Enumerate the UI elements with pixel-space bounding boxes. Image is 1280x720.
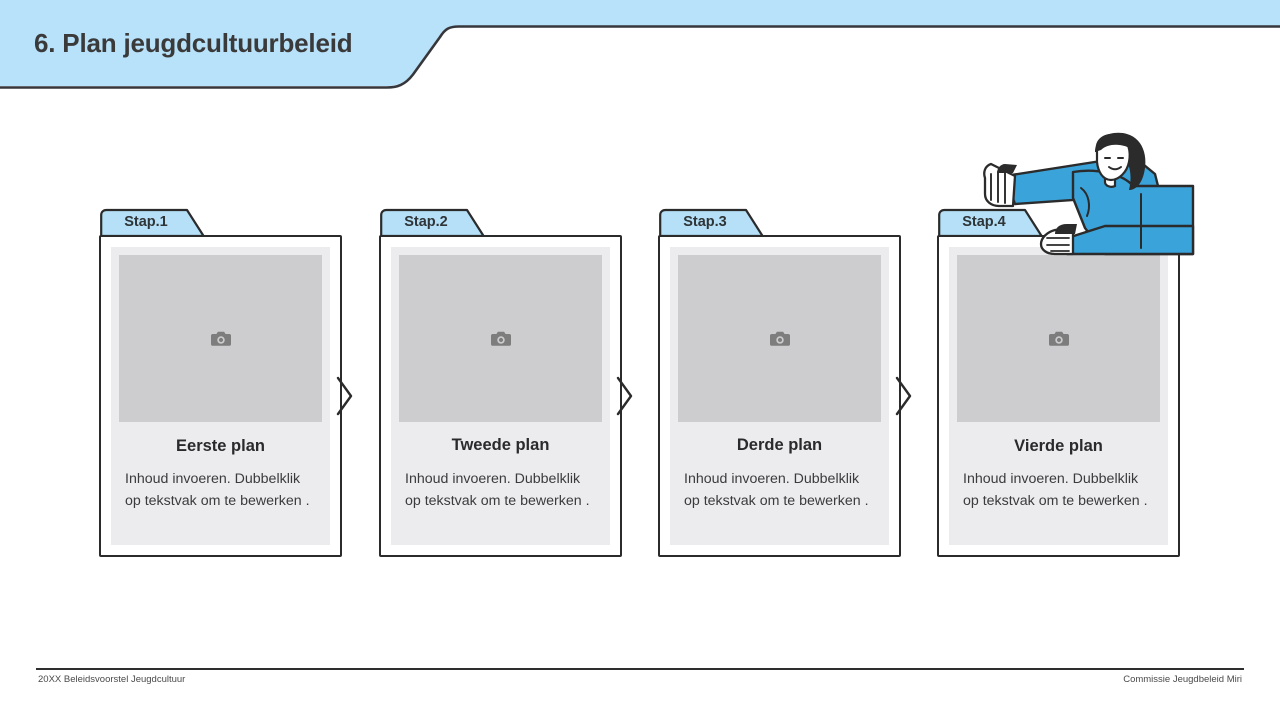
step-card-inner-2: Tweede plan Inhoud invoeren. Dubbelklik …: [391, 247, 610, 545]
tab-shape-3: [659, 208, 764, 238]
step-card-body-2[interactable]: Inhoud invoeren. Dubbelklik op tekstvak …: [405, 471, 590, 509]
page-title: 6. Plan jeugdcultuurbeleid: [34, 28, 353, 58]
step-card-title-3: Derde plan: [736, 436, 823, 454]
camera-icon: [1048, 331, 1069, 346]
step-card-box-3[interactable]: Derde plan Inhoud invoeren. Dubbelklik o…: [658, 235, 901, 557]
step-card-title-1: Eerste plan: [176, 437, 265, 455]
step-card-body-1[interactable]: Inhoud invoeren. Dubbelklik op tekstvak …: [125, 471, 310, 509]
camera-icon: [769, 331, 790, 346]
step-card-body-3[interactable]: Inhoud invoeren. Dubbelklik op tekstvak …: [684, 471, 869, 509]
step-card-inner-1: Eerste plan Inhoud invoeren. Dubbelklik …: [111, 247, 330, 545]
step-tab-1[interactable]: Stap.1: [99, 208, 206, 238]
step-card-inner-3: Derde plan Inhoud invoeren. Dubbelklik o…: [670, 247, 889, 545]
step-card-box-2[interactable]: Tweede plan Inhoud invoeren. Dubbelklik …: [379, 235, 622, 557]
image-placeholder-2[interactable]: [399, 255, 602, 422]
tab-shape-2: [380, 208, 485, 238]
step-tab-label-1: Stap.1: [124, 214, 168, 230]
step-card-box-1[interactable]: Eerste plan Inhoud invoeren. Dubbelklik …: [99, 235, 342, 557]
step-tab-label-3: Stap.3: [683, 214, 727, 230]
step-card-3[interactable]: Stap.3 Derde plan Inhoud invoeren. Dubbe…: [658, 208, 904, 558]
tab-shape-4: [938, 208, 1043, 238]
step-tab-3[interactable]: Stap.3: [658, 208, 765, 238]
footer-right-text: Commissie Jeugdbeleid Miri: [1123, 674, 1242, 685]
step-card-body-4[interactable]: Inhoud invoeren. Dubbelklik op tekstvak …: [963, 471, 1148, 509]
footer-divider: [36, 668, 1244, 670]
step-card-inner-4: Vierde plan Inhoud invoeren. Dubbelklik …: [949, 247, 1168, 545]
step-card-1[interactable]: Stap.1 Eerste plan Inhoud invoeren. Dubb…: [99, 208, 345, 558]
chevron-right-icon-3: [895, 376, 912, 416]
image-placeholder-1[interactable]: [119, 255, 322, 422]
step-card-title-4: Vierde plan: [1014, 437, 1103, 455]
footer-left-text: 20XX Beleidsvoorstel Jeugdcultuur: [38, 674, 186, 685]
step-tab-label-4: Stap.4: [962, 214, 1006, 230]
image-placeholder-3[interactable]: [678, 255, 881, 422]
header-banner: 6. Plan jeugdcultuurbeleid: [0, 0, 1280, 92]
step-card-4[interactable]: Stap.4 Vierde plan Inhoud invoeren. Dubb…: [937, 208, 1183, 558]
step-tab-2[interactable]: Stap.2: [379, 208, 486, 238]
step-card-2[interactable]: Stap.2 Tweede plan Inhoud invoeren. Dubb…: [379, 208, 625, 558]
step-tab-label-2: Stap.2: [404, 214, 448, 230]
image-placeholder-4[interactable]: [957, 255, 1160, 422]
camera-icon: [490, 331, 511, 346]
step-card-title-2: Tweede plan: [451, 436, 550, 454]
step-card-box-4[interactable]: Vierde plan Inhoud invoeren. Dubbelklik …: [937, 235, 1180, 557]
chevron-right-icon-1: [336, 376, 353, 416]
camera-icon: [210, 331, 231, 346]
step-tab-4[interactable]: Stap.4: [937, 208, 1044, 238]
header-shape: [0, 0, 1280, 89]
chevron-right-icon-2: [616, 376, 633, 416]
tab-shape-1: [100, 208, 205, 238]
woman-holding-card-illustration: [955, 128, 1215, 288]
